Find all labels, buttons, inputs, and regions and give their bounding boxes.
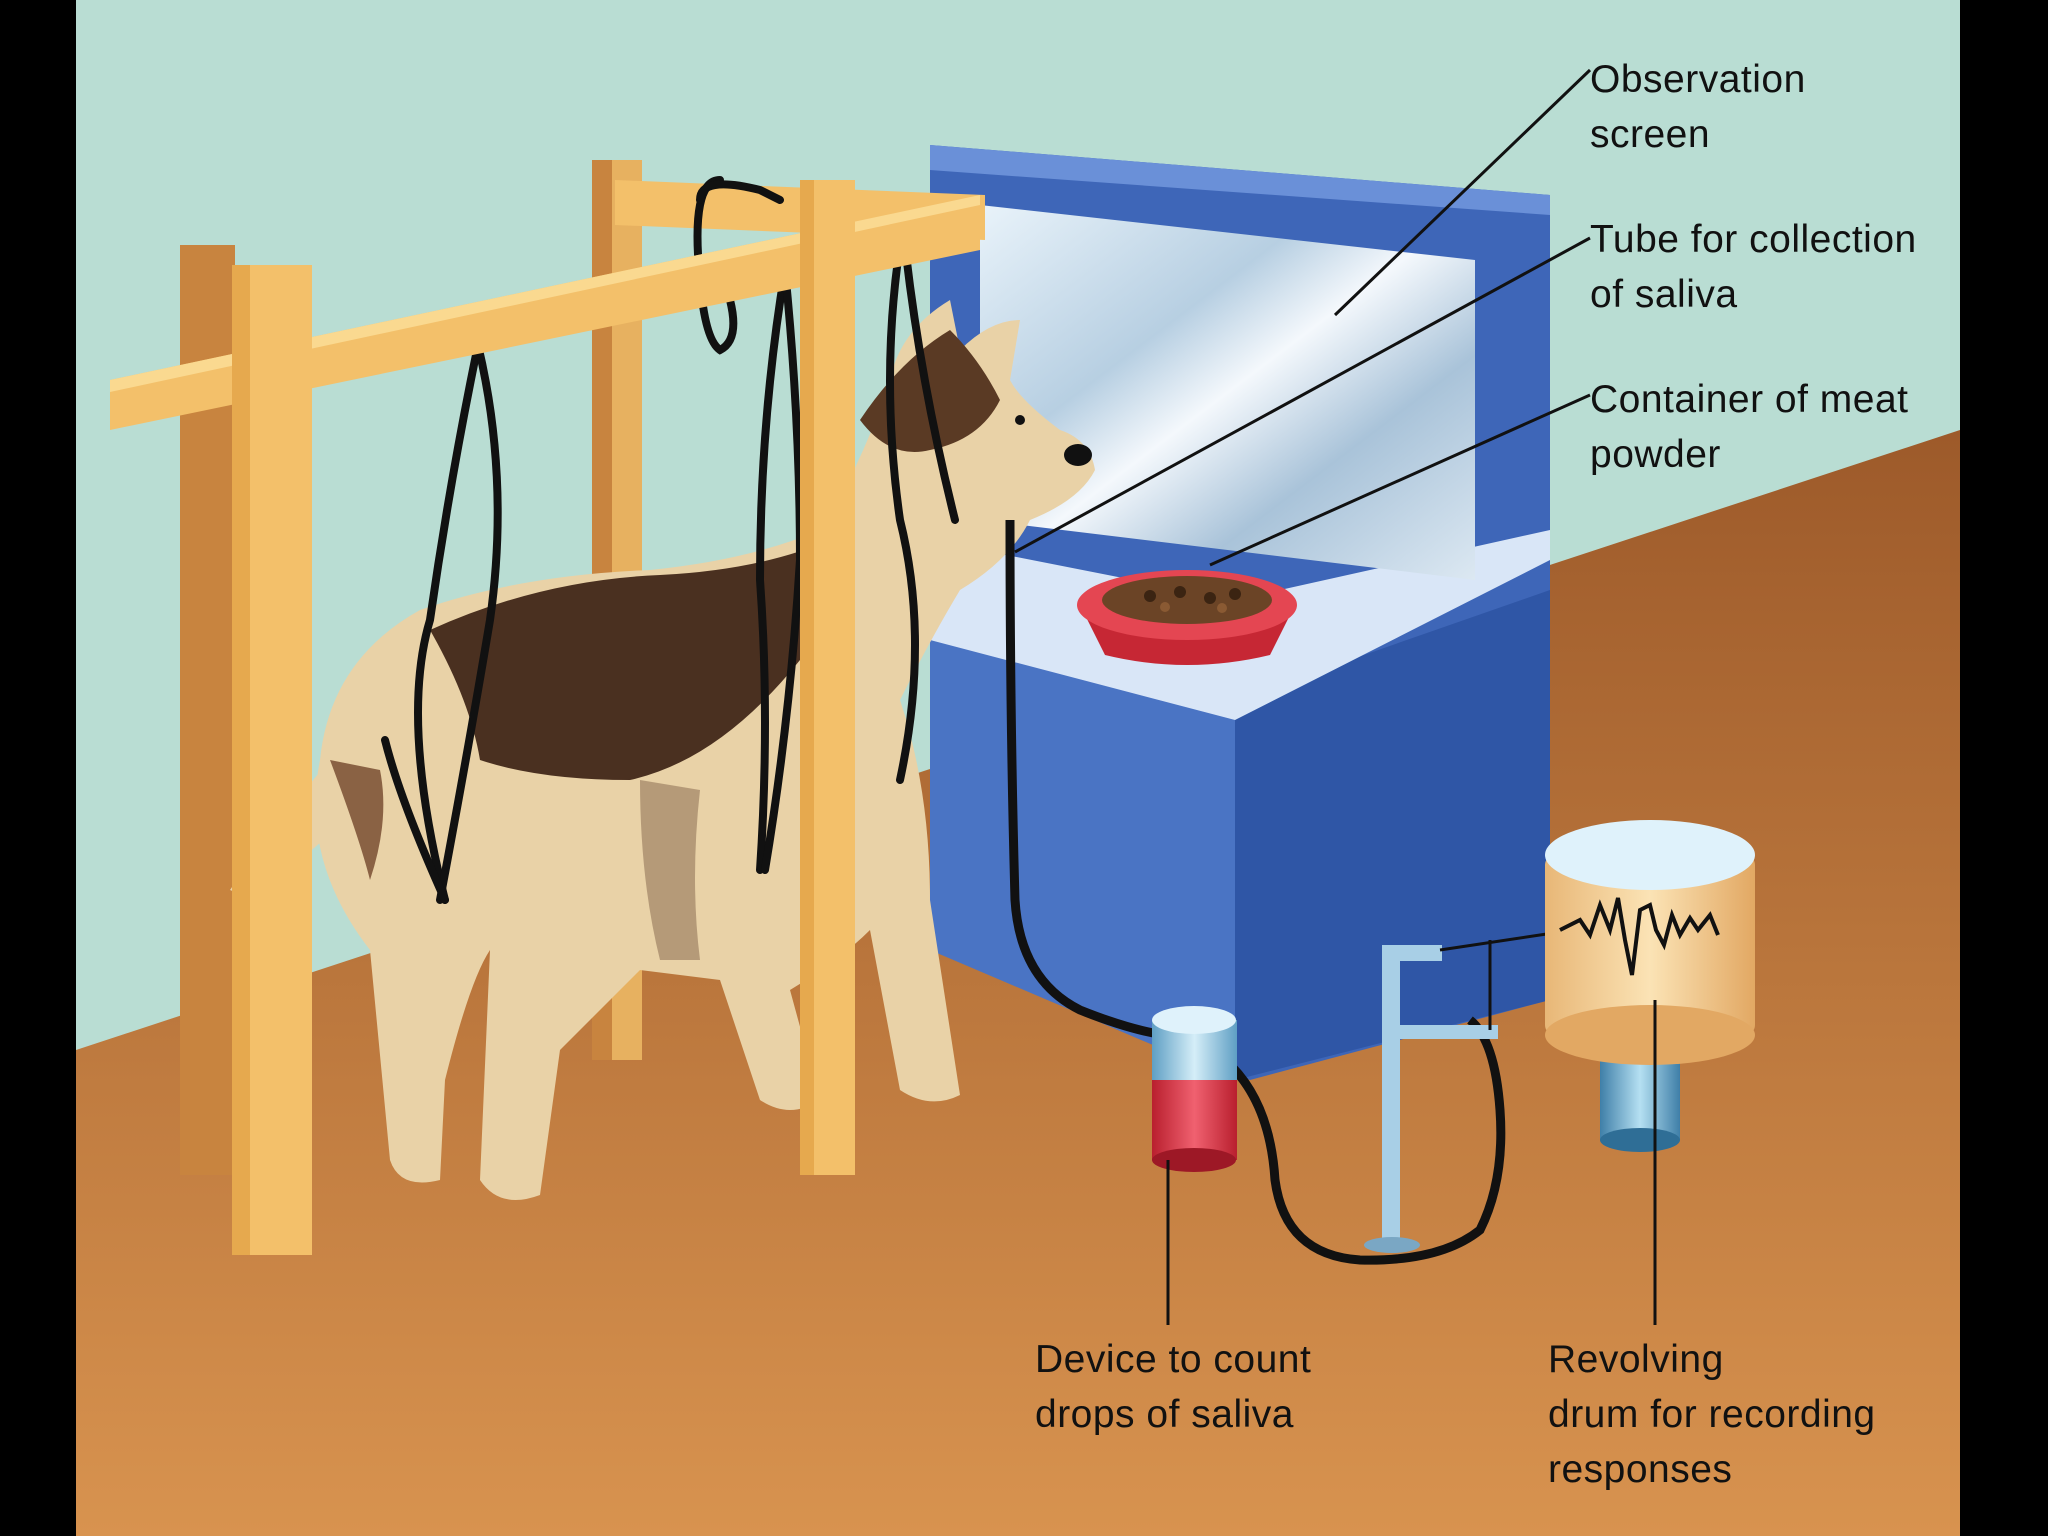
label-line: powder xyxy=(1590,427,1909,482)
label-line: Revolving xyxy=(1548,1332,1876,1387)
label-observation-screen: Observation screen xyxy=(1590,52,1806,162)
label-line: Tube for collection xyxy=(1590,212,1917,267)
meat-powder-bowl xyxy=(1077,570,1297,665)
observation-screen-glass xyxy=(980,205,1475,580)
label-revolving-drum: Revolving drum for recording responses xyxy=(1548,1332,1876,1497)
label-line: Device to count xyxy=(1035,1332,1311,1387)
left-border xyxy=(0,0,76,1536)
label-line: drops of saliva xyxy=(1035,1387,1311,1442)
label-counting-device: Device to count drops of saliva xyxy=(1035,1332,1311,1442)
label-meat-container: Container of meat powder xyxy=(1590,372,1909,482)
right-border xyxy=(1960,0,2048,1536)
label-line: Observation xyxy=(1590,52,1806,107)
label-saliva-tube: Tube for collection of saliva xyxy=(1590,212,1917,322)
label-line: Container of meat xyxy=(1590,372,1909,427)
label-line: of saliva xyxy=(1590,267,1917,322)
drop-counting-device xyxy=(1152,1006,1237,1172)
label-line: screen xyxy=(1590,107,1806,162)
label-line: drum for recording xyxy=(1548,1387,1876,1442)
label-line: responses xyxy=(1548,1442,1876,1497)
